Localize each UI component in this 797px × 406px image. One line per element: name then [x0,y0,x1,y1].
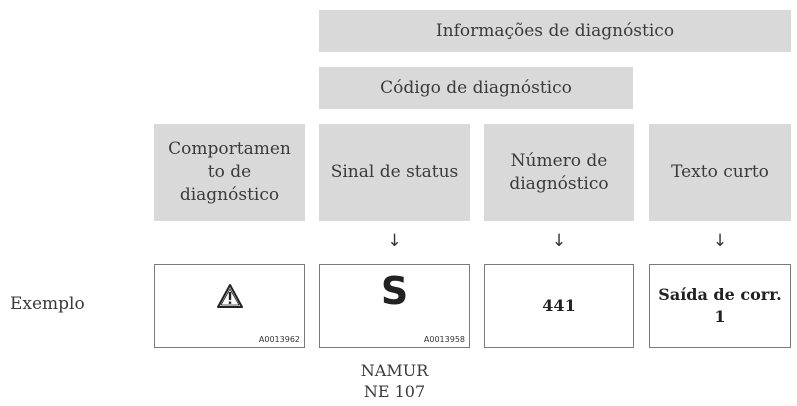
warning-icon [217,284,243,308]
example-label: Exemplo [10,294,85,314]
status-signal-example-box: S A0013958 [319,264,470,348]
behavior-reference-code: A0013962 [258,335,300,344]
status-signal-column-label: Sinal de status [330,162,459,182]
diagnostic-number-value: 441 [542,296,576,315]
short-text-down-arrow: ↓ [712,231,728,251]
short-text-column-header: Texto curto [649,124,791,221]
behavior-column-header: Comportamen to de diagnóstico [154,124,305,221]
short-text-value: Saída de corr. 1 [658,285,782,326]
diagnostic-number-column-header: Número de diagnóstico [484,124,634,221]
short-text-example-box: Saída de corr. 1 [649,264,791,348]
short-text-column-label: Texto curto [671,162,769,182]
diagnostic-information-label: Informações de diagnóstico [435,20,675,41]
diagnostic-code-label: Código de diagnóstico [380,77,572,98]
diagnostic-number-example-box: 441 [484,264,634,348]
diagnostic-code-header: Código de diagnóstico [319,67,633,109]
namur-ne107-note: NAMUR NE 107 [360,361,429,401]
status-signal-symbol: S [380,269,409,313]
behavior-column-label: Comportamen to de diagnóstico [168,139,291,205]
status-signal-reference-code: A0013958 [423,335,465,344]
diagnostic-information-header: Informações de diagnóstico [319,10,791,52]
diagnostic-number-down-arrow: ↓ [551,231,567,251]
status-signal-column-header: Sinal de status [319,124,470,221]
diagnostic-number-column-label: Número de diagnóstico [509,150,609,194]
status-signal-down-arrow: ↓ [387,231,402,251]
behavior-example-box: A0013962 [154,264,305,348]
